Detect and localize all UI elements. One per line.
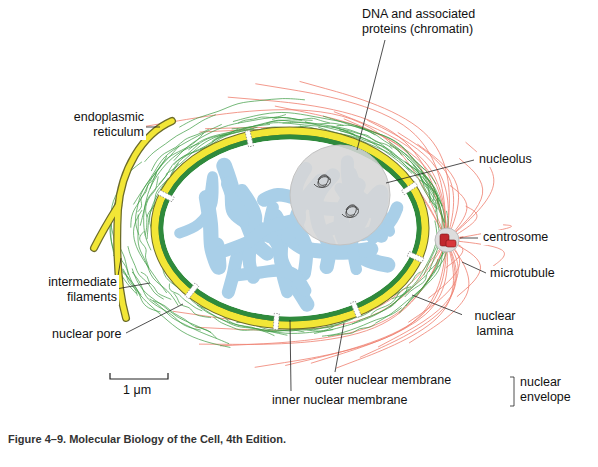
leader-line (386, 160, 474, 183)
leader-line (335, 323, 344, 372)
leader-line (462, 262, 486, 273)
filament-strand (406, 249, 447, 306)
centrosome-matrix (435, 228, 459, 252)
envelope-label: nuclear envelope (518, 375, 594, 405)
pore-complex (402, 182, 418, 195)
leader-line (116, 283, 150, 289)
er-outline (94, 206, 118, 248)
outer-nuclear-membrane (155, 131, 425, 325)
chromatin-label: DNA and associated proteins (chromatin) (360, 7, 504, 37)
centrosome (435, 228, 459, 252)
er-label: endoplasmic reticulum (40, 110, 146, 140)
lamina-label: nuclear lamina (462, 309, 528, 339)
leader-line (357, 40, 385, 150)
nucleus (155, 131, 425, 325)
leader-line (412, 295, 468, 317)
microtubule-fiber (447, 158, 483, 240)
membrane-label: inner nuclear membrane (270, 393, 410, 408)
nuclear-lamina (161, 137, 419, 319)
pore-complex (245, 130, 253, 147)
outer-membrane-edge (155, 131, 425, 325)
leader-lines (110, 40, 514, 406)
centrosome-label: centrosome (481, 230, 550, 245)
chromatin-strand (215, 221, 291, 254)
filament-strand (140, 231, 149, 268)
pore-complex (407, 251, 424, 262)
filament-strand (121, 268, 160, 312)
nucleolus-label: nucleolus (477, 152, 534, 167)
filament-strand (141, 272, 171, 299)
nucleolus-body (290, 145, 390, 245)
nuclear-pores (158, 130, 424, 329)
pore-complex (351, 301, 362, 318)
centriole (446, 240, 456, 247)
intermediate-filaments (110, 99, 449, 348)
leader-line (290, 320, 291, 391)
pore-label: nuclear pore (50, 327, 124, 342)
er-tube (94, 206, 118, 248)
microtubule-label: microtubule (488, 266, 557, 281)
leader-line (460, 238, 478, 239)
microtubules (138, 81, 512, 368)
membrane-label: outer nuclear membrane (313, 373, 453, 388)
rdna-loops (314, 175, 331, 188)
bracket (510, 377, 514, 406)
scale-bar (110, 373, 168, 379)
figure-caption: Figure 4–9. Molecular Biology of the Cel… (8, 432, 286, 446)
pore-complex (273, 313, 279, 329)
nucleolus (290, 145, 390, 245)
pore-complex (158, 190, 175, 202)
scale-label: 1 μm (121, 383, 153, 398)
pore-complex (185, 283, 199, 299)
rdna-loops (342, 205, 359, 218)
chromatin-strand (235, 270, 305, 290)
leader-line (126, 304, 183, 333)
filament-label: intermediate filaments (20, 275, 119, 305)
nucleoplasm (164, 140, 417, 317)
